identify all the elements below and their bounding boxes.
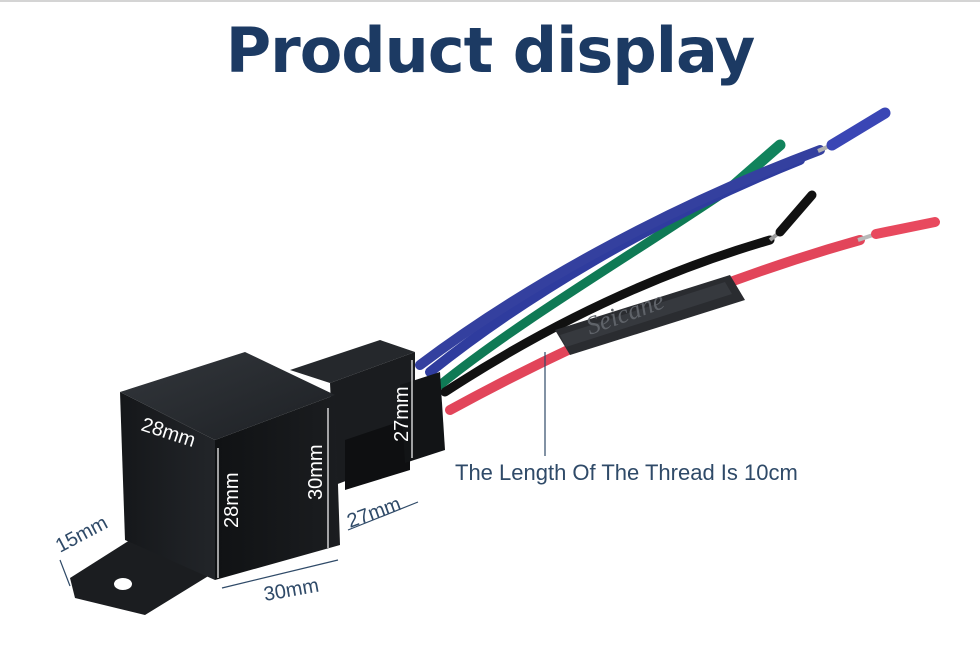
mounting-hole bbox=[114, 578, 132, 590]
wire-black bbox=[440, 235, 775, 397]
wire-blue bbox=[415, 145, 825, 370]
wire-harness bbox=[415, 107, 940, 415]
wire-blue-tip bbox=[826, 107, 891, 151]
dim-side-height: 30mm bbox=[305, 444, 327, 500]
connector-clip bbox=[345, 418, 410, 490]
wire-green bbox=[435, 180, 740, 390]
dim-side-depth: 27mm bbox=[344, 493, 404, 533]
thread-length-note: The Length Of The Thread Is 10cm bbox=[455, 460, 798, 485]
top-divider bbox=[0, 0, 980, 2]
page-title: Product display bbox=[225, 14, 756, 87]
dimension-lines bbox=[217, 360, 413, 578]
dim-base-width: 30mm bbox=[262, 575, 321, 606]
wire-red-tip bbox=[871, 217, 940, 239]
outer-dimension-lines bbox=[59, 352, 546, 589]
connector-top bbox=[290, 340, 415, 383]
connector-rear bbox=[400, 372, 445, 463]
dim-front-height: 28mm bbox=[221, 472, 243, 528]
dim-connector-height: 27mm bbox=[391, 386, 413, 442]
cube-top-face bbox=[120, 352, 335, 440]
relay-body bbox=[70, 340, 445, 615]
cube-side-face bbox=[215, 395, 340, 580]
cube-front-face bbox=[120, 392, 215, 580]
wire-black-tip bbox=[775, 190, 817, 237]
dim-tab-length: 15mm bbox=[52, 512, 111, 558]
